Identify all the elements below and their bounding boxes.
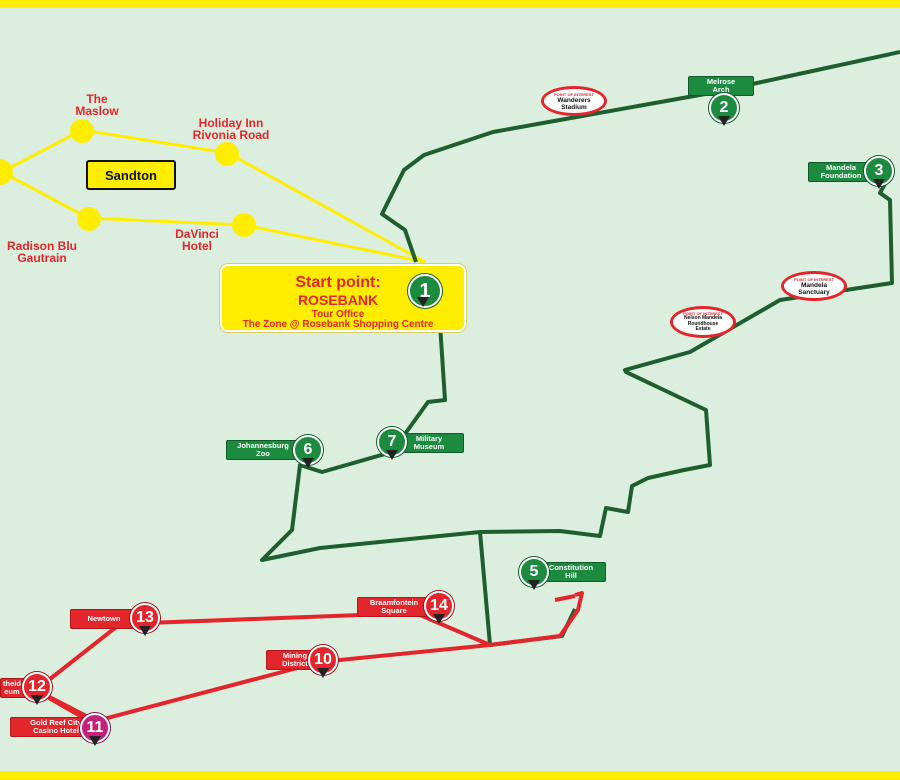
top-border [0, 0, 900, 8]
bottom-border [0, 771, 900, 780]
stop-pin-14[interactable]: 14 [424, 591, 454, 624]
stop-pin-2[interactable]: 2 [709, 93, 739, 126]
poi-name: Mandela Sanctuary [798, 281, 830, 296]
stop-pin-11[interactable]: 11 [80, 713, 110, 746]
stop-pin-6[interactable]: 6 [293, 435, 323, 468]
stop-pin-12[interactable]: 12 [22, 672, 52, 705]
hotel-label-radisson: Radison Blu Gautrain [6, 239, 78, 265]
start-heading: Start point: [295, 274, 381, 291]
poi-caption: POINT OF INTEREST [554, 91, 594, 97]
holiday-inn-stop-dot [215, 142, 239, 166]
poi-name: Wanderers Stadium [557, 96, 591, 111]
stop-pin-1[interactable]: 1 [408, 274, 442, 308]
yellow-stop-dots [0, 119, 256, 237]
radisson-stop-dot [77, 207, 101, 231]
stop-pin-7[interactable]: 7 [377, 427, 407, 460]
stop-pin-3[interactable]: 3 [864, 156, 894, 189]
stop-pin-5[interactable]: 5 [519, 557, 549, 590]
start-line2: The Zone @ Rosebank Shopping Centre [242, 319, 434, 330]
poi-mandela-sanctuary[interactable]: POINT OF INTEREST Mandela Sanctuary [781, 271, 847, 301]
start-name: ROSEBANK [297, 292, 379, 308]
davinci-stop-dot [232, 213, 256, 237]
stop-tag-3[interactable]: Mandela Foundation [808, 162, 874, 182]
edge-stop-dot [0, 159, 13, 185]
yellow-shuttle-route [1, 128, 426, 264]
poi-wanderers[interactable]: POINT OF INTEREST Wanderers Stadium [541, 86, 607, 116]
hotel-label-maslow: The Maslow [75, 92, 119, 118]
stop-pin-10[interactable]: 10 [308, 645, 338, 678]
stop-tag-6[interactable]: Johannesburg Zoo [226, 440, 300, 460]
hotel-label-davinci: DaVinci Hotel [175, 227, 219, 253]
poi-name: Nelson Mandela Roundhouse Estate [683, 315, 723, 333]
stop-tag-7[interactable]: Military Museum [394, 433, 464, 453]
stop-pin-13[interactable]: 13 [130, 603, 160, 636]
poi-nelson-mandela-estate[interactable]: POINT OF INTEREST Nelson Mandela Roundho… [670, 306, 736, 338]
sandton-area-label: Sandton [86, 160, 176, 190]
green-route [260, 50, 900, 647]
poi-caption: POINT OF INTEREST [683, 311, 723, 317]
maslow-stop-dot [70, 119, 94, 143]
start-line1: Tour Office [311, 309, 365, 320]
stop-tag-13[interactable]: Newtown [70, 609, 138, 629]
stop-tag-11[interactable]: Gold Reef City Casino Hotel [10, 717, 102, 737]
poi-caption: POINT OF INTEREST [794, 276, 834, 282]
stop-tag-14[interactable]: Braamfontein Square [357, 597, 431, 617]
hotel-label-holiday-inn: Holiday Inn Rivonia Road [192, 116, 270, 142]
